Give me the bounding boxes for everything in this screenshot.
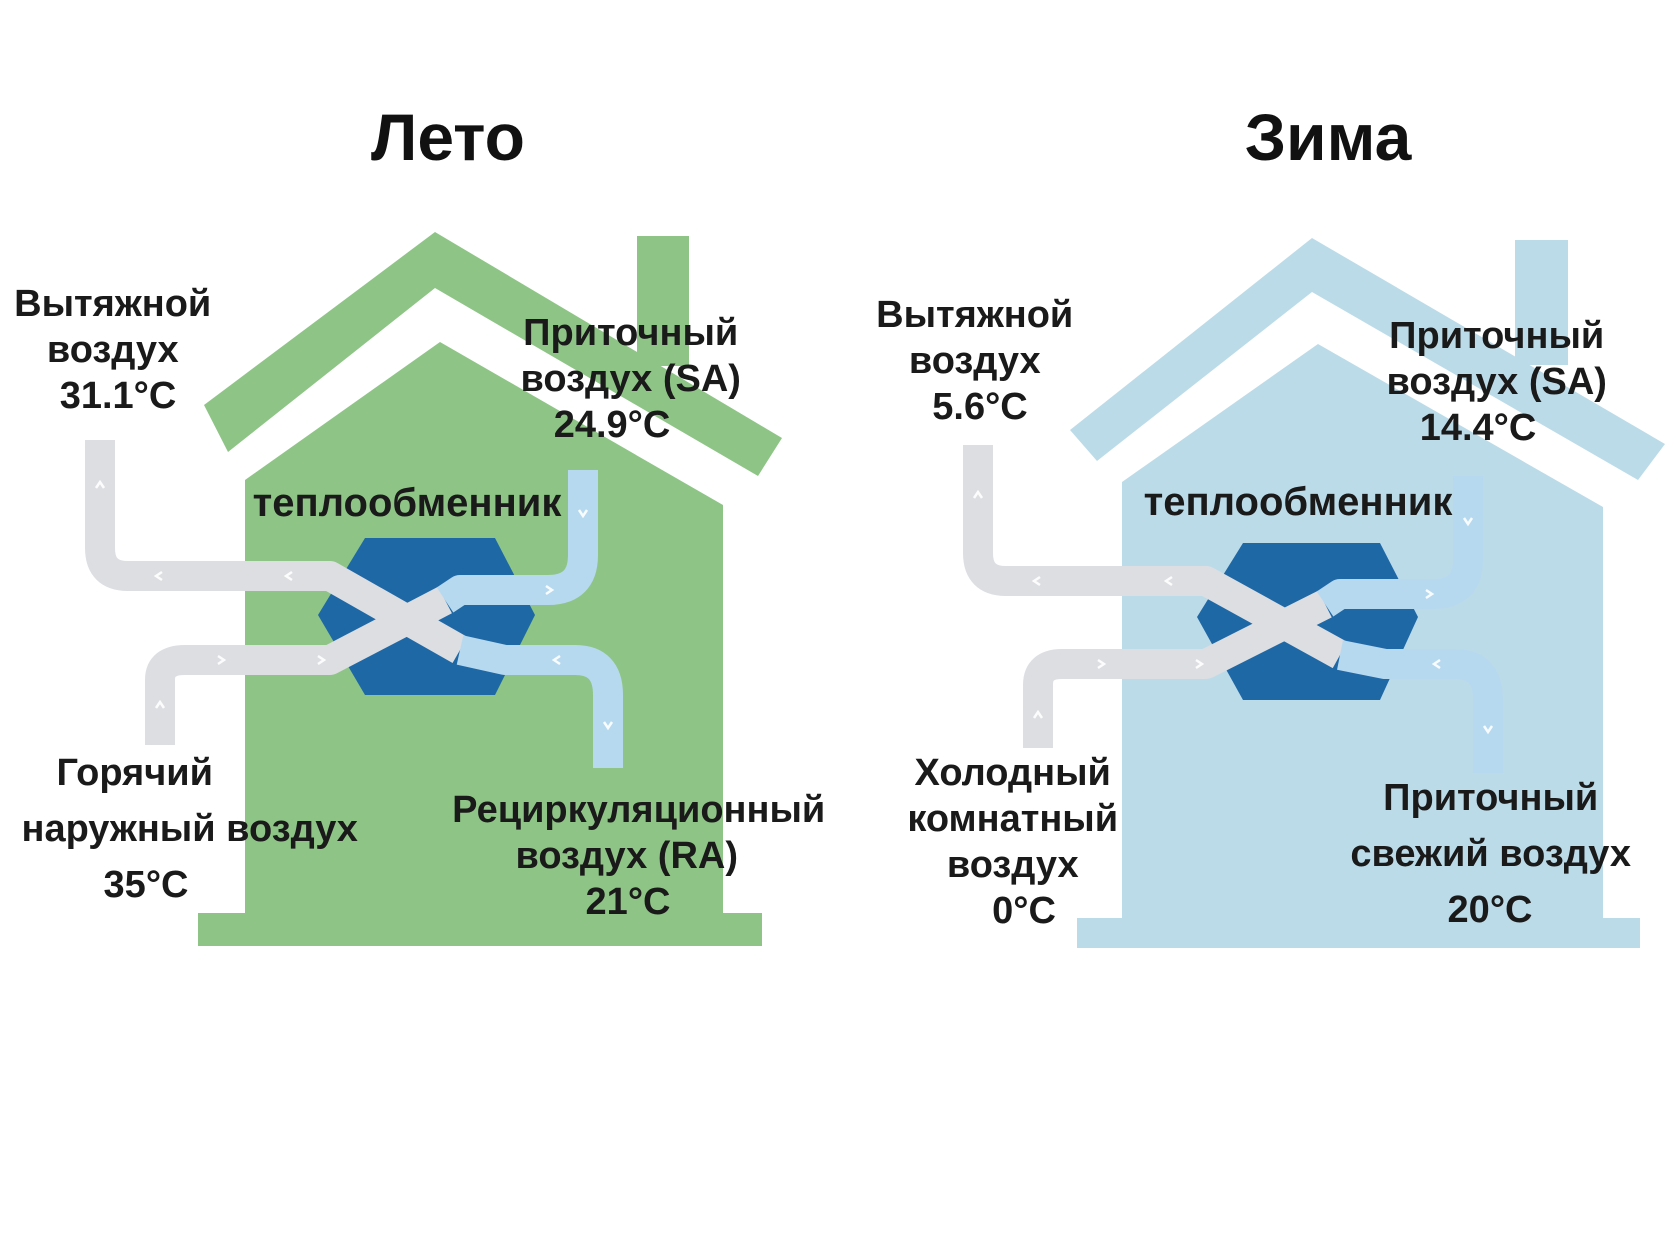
winter-airflow-arrows [972,489,1494,735]
winter-chimney [1515,240,1568,365]
summer-return-duct [456,635,623,768]
summer-exchanger-label: теплообменник [253,481,563,525]
winter-outdoor-duct [1023,590,1332,748]
summer-return-label: Рециркуляционный воздух (RA) 21°C [452,789,836,923]
winter-supply-label: Приточный воздух (SA) 14.4°C [1387,315,1618,449]
winter-house-roof [1070,238,1665,480]
summer-supply-label: Приточный воздух (SA) 24.9°C [521,312,752,446]
summer-panel: Лето теплообменник Вытяжн [14,100,836,946]
summer-chimney [637,236,689,366]
summer-exhaust-label: Вытяжной воздух 31.1°C [14,283,222,417]
winter-exhaust-label: Вытяжной воздух 5.6°C [876,294,1084,428]
winter-title: Зима [1245,100,1413,174]
winter-outdoor-label: Холодный комнатный воздух 0°C [907,752,1128,932]
summer-outdoor-label: Горячий наружный воздух 35°C [22,752,369,906]
winter-return-duct [1337,640,1503,773]
winter-exchanger-label: теплообменник [1144,480,1454,524]
summer-exhaust-duct [85,440,468,664]
summer-title: Лето [371,100,525,174]
summer-supply-duct [436,470,598,613]
summer-airflow-arrows [94,479,614,731]
summer-house-roof [204,232,782,476]
winter-panel: Зима теплообменник Вытяжной воздух 5.6°C [876,100,1665,948]
winter-return-label: Приточный свежий воздух 20°C [1350,777,1641,931]
summer-outdoor-duct [145,586,452,745]
winter-exhaust-duct [963,445,1348,669]
